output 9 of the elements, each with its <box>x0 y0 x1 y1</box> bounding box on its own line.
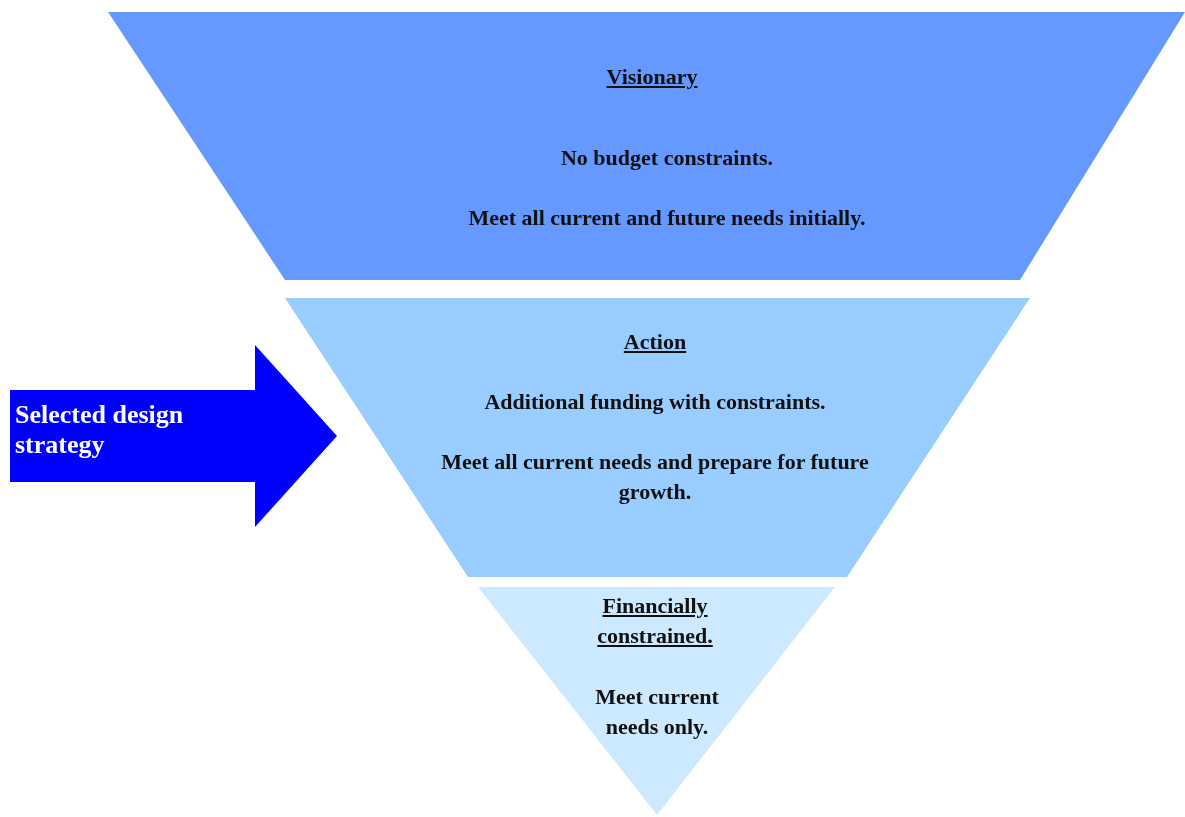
tier-heading: Action <box>622 328 688 356</box>
arrow-label: Selected design strategy <box>15 400 185 460</box>
tier-text: No budget constraints. <box>559 144 775 172</box>
tier-heading: Visionary <box>605 63 699 91</box>
tier-text: Meet all current needs and prepare for future growth. <box>440 448 870 506</box>
tier-text: Meet all current and future needs initially. <box>467 204 867 232</box>
tier-text: Additional funding with constraints. <box>483 388 827 416</box>
tier-text: Meet current needs only. <box>594 683 720 741</box>
tier-heading: Financially constrained. <box>596 592 714 650</box>
